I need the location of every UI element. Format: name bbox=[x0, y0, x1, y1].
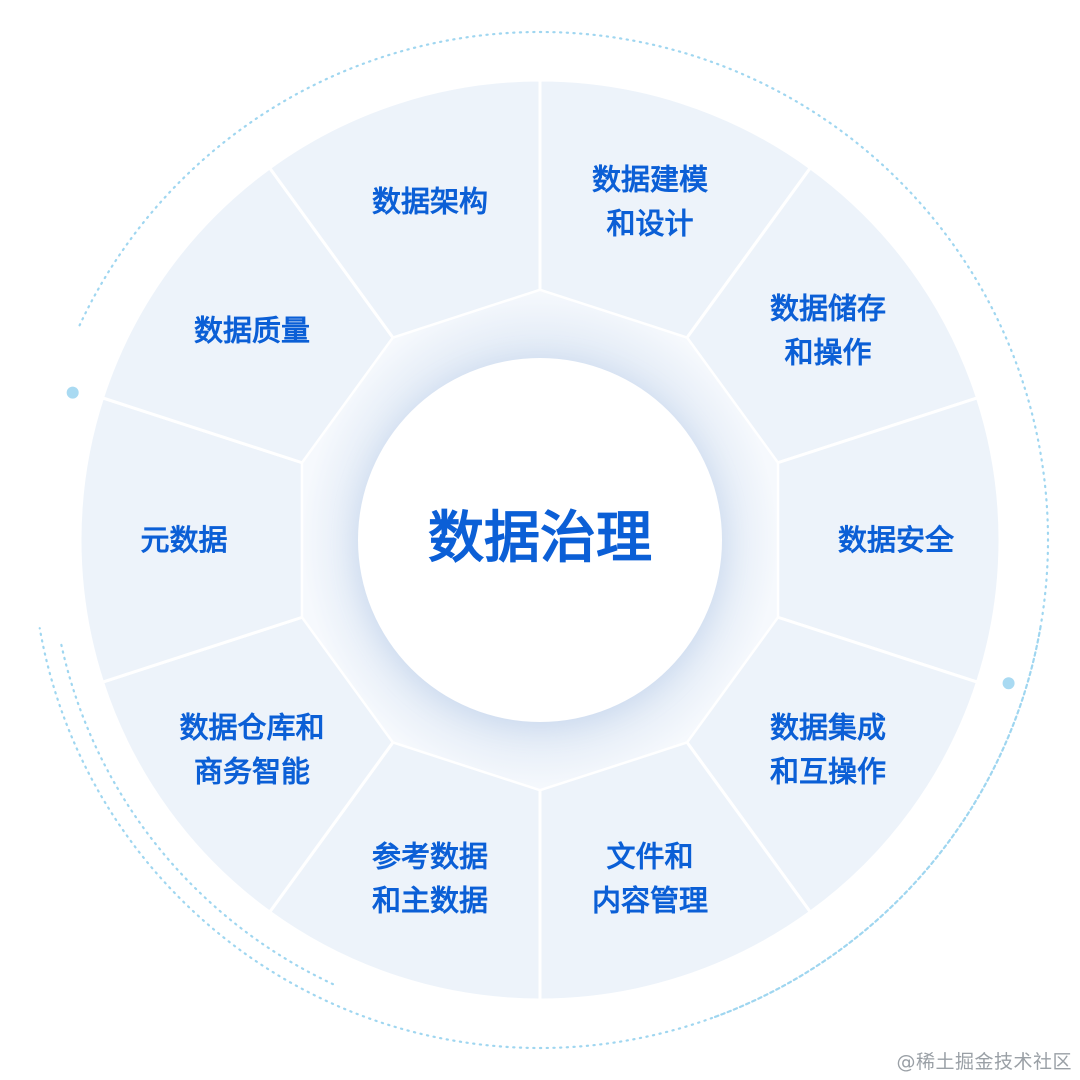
segment-label-metadata: 元数据 bbox=[140, 523, 227, 557]
segment-label-line: 数据仓库和 bbox=[179, 710, 324, 744]
ring-dot-right bbox=[1002, 677, 1015, 690]
segment-label-data-integration-and-interoperability: 数据集成和互操作 bbox=[770, 710, 886, 788]
segment-data-warehousing-and-bi bbox=[100, 615, 395, 915]
segment-label-line: 数据储存 bbox=[770, 292, 886, 326]
center-disc bbox=[358, 358, 722, 722]
segment-label-data-architecture: 数据架构 bbox=[372, 184, 488, 218]
segment-label-data-quality: 数据质量 bbox=[194, 314, 310, 348]
segment-label-line: 数据安全 bbox=[838, 523, 955, 557]
segment-metadata bbox=[78, 395, 304, 685]
segment-label-line: 数据集成 bbox=[770, 710, 886, 744]
segment-label-data-warehousing-and-bi: 数据仓库和商务智能 bbox=[179, 710, 324, 788]
segment-document-and-content-management bbox=[538, 740, 813, 1002]
segment-reference-and-master-data bbox=[267, 740, 542, 1002]
watermark: @稀土掘金技术社区 bbox=[896, 1051, 1072, 1073]
segment-label-line: 和主数据 bbox=[372, 884, 488, 918]
segment-label-line: 数据建模 bbox=[592, 162, 709, 196]
segment-label-line: 文件和 bbox=[607, 840, 694, 874]
dotted-ring-arc-lower-right bbox=[712, 627, 1042, 1019]
segment-label-data-modeling-and-design: 数据建模和设计 bbox=[592, 162, 709, 240]
center-circle: 数据治理 bbox=[358, 358, 722, 722]
dotted-ring-arc-lower-left bbox=[59, 640, 335, 986]
segment-label-document-and-content-management: 文件和内容管理 bbox=[592, 840, 708, 918]
segment-label-line: 数据架构 bbox=[372, 184, 488, 218]
segment-label-line: 商务智能 bbox=[194, 754, 310, 788]
segment-label-reference-and-master-data: 参考数据和主数据 bbox=[372, 840, 488, 918]
segment-label-data-storage-and-operations: 数据储存和操作 bbox=[770, 292, 886, 370]
segment-label-line: 参考数据 bbox=[372, 840, 488, 874]
segment-label-line: 和互操作 bbox=[770, 754, 886, 788]
segment-label-data-security: 数据安全 bbox=[838, 523, 955, 557]
ring-dot-left bbox=[66, 386, 79, 399]
segment-data-storage-and-operations bbox=[685, 165, 980, 465]
segment-group bbox=[78, 78, 1002, 1002]
dotted-outer-ring bbox=[38, 30, 1050, 1050]
segment-label-line: 和操作 bbox=[785, 336, 872, 370]
segment-data-modeling-and-design bbox=[538, 78, 813, 340]
segment-label-line: 内容管理 bbox=[592, 884, 708, 918]
segment-label-line: 和设计 bbox=[607, 206, 694, 240]
center-label: 数据治理 bbox=[428, 506, 652, 571]
segment-data-security bbox=[776, 395, 1002, 685]
segment-data-architecture bbox=[267, 78, 542, 340]
segment-data-integration-and-interoperability bbox=[685, 615, 980, 915]
dotted-ring-arc-main bbox=[38, 30, 1050, 1050]
segment-data-quality bbox=[100, 165, 395, 465]
segment-label-line: 元数据 bbox=[140, 523, 227, 557]
segment-label-line: 数据质量 bbox=[194, 314, 310, 348]
